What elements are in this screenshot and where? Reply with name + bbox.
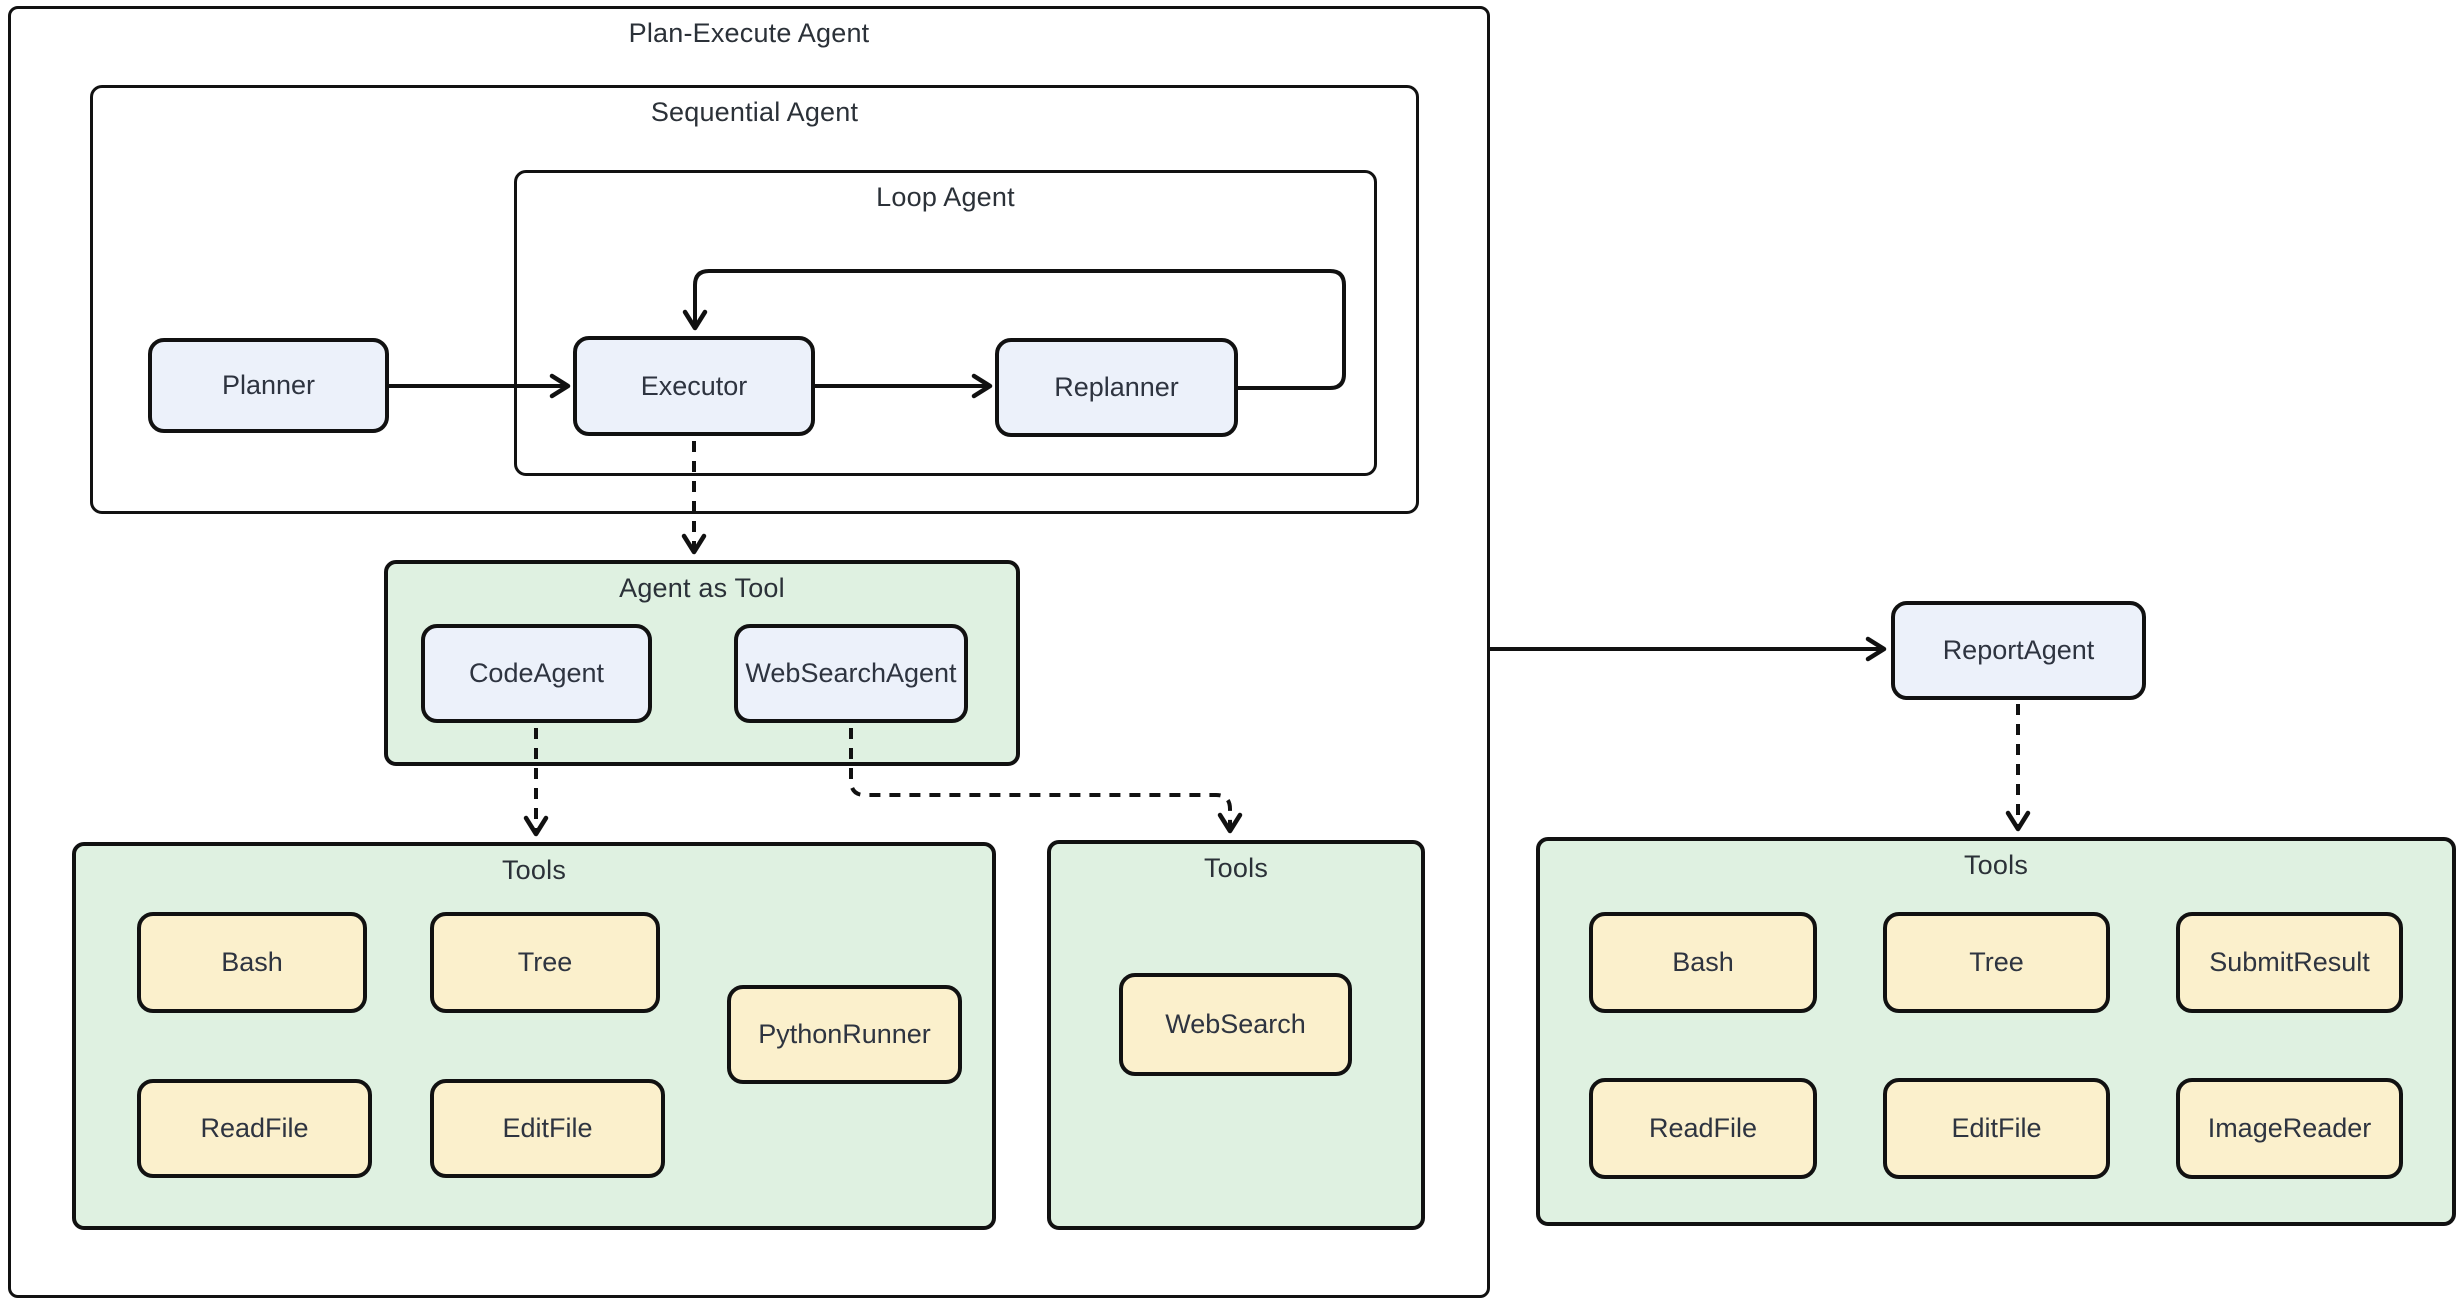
group-agent-as-tool-title: Agent as Tool — [619, 573, 785, 603]
group-sequential-agent-title: Sequential Agent — [650, 97, 859, 127]
node-python-runner: PythonRunner — [727, 985, 962, 1084]
node-image-reader: ImageReader — [2176, 1078, 2403, 1179]
group-plan-execute-agent-title: Plan-Execute Agent — [628, 18, 870, 48]
node-read-file-right: ReadFile — [1589, 1078, 1817, 1179]
group-tools-middle-title: Tools — [1203, 853, 1269, 883]
node-tree-left: Tree — [430, 912, 660, 1013]
group-sequential-agent: Sequential Agent — [90, 85, 1419, 514]
node-planner: Planner — [148, 338, 389, 433]
node-replanner: Replanner — [995, 338, 1238, 437]
node-code-agent: CodeAgent — [421, 624, 652, 723]
node-edit-file-left: EditFile — [430, 1079, 665, 1178]
group-loop-agent: Loop Agent — [514, 170, 1377, 476]
node-executor: Executor — [573, 336, 815, 436]
node-tree-right: Tree — [1883, 912, 2110, 1013]
node-bash-left: Bash — [137, 912, 367, 1013]
node-report-agent: ReportAgent — [1891, 601, 2146, 700]
group-tools-right-title: Tools — [1963, 850, 2029, 880]
node-submit-result: SubmitResult — [2176, 912, 2403, 1013]
node-bash-right: Bash — [1589, 912, 1817, 1013]
node-web-search: WebSearch — [1119, 973, 1352, 1076]
node-edit-file-right: EditFile — [1883, 1078, 2110, 1179]
node-read-file-left: ReadFile — [137, 1079, 372, 1178]
node-web-search-agent: WebSearchAgent — [734, 624, 968, 723]
group-loop-agent-title: Loop Agent — [876, 182, 1015, 212]
group-tools-left-title: Tools — [501, 855, 567, 885]
group-plan-execute-agent: Plan-Execute Agent — [8, 6, 1490, 1298]
